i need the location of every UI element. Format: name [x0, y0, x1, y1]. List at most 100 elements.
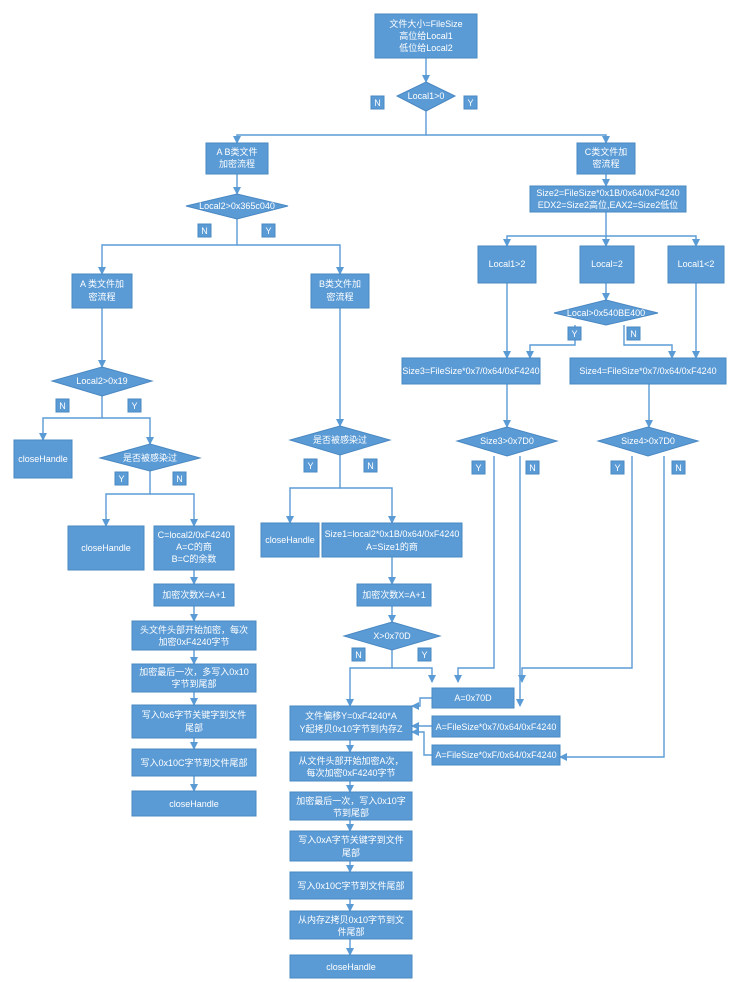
node-a-flow-box — [71, 273, 133, 309]
svg-text:Y: Y — [467, 98, 473, 108]
decision-local2-label: Local2>0x365c040 — [199, 201, 275, 211]
node-last-b: 加密最后一次，写入0x10字 节到尾部 — [289, 791, 413, 821]
node-offset: 文件偏移Y=0xF4240*A Y起拷贝0x10字节到内存Z — [289, 705, 413, 741]
svg-text:Y: Y — [421, 650, 427, 660]
tag-size3-y: Y — [471, 460, 486, 475]
node-write6-box — [131, 704, 257, 739]
svg-text:N: N — [630, 329, 637, 339]
node-calc-a-line2: A=C的商 — [176, 541, 212, 552]
decision-size3-shape — [455, 426, 559, 457]
branch-tags: N Y N Y Y N N Y Y N Y N Y N Y N N Y — [55, 95, 686, 662]
svg-text:N: N — [201, 226, 208, 236]
node-last-a: 加密最后一次，多写入0x10 字节到尾部 — [131, 663, 257, 693]
node-af7-box — [431, 715, 561, 738]
node-head-b-box — [289, 751, 413, 782]
decision-infected-b-label: 是否被感染过 — [313, 434, 367, 445]
edge-local2-n — [98, 219, 238, 275]
node-close-b1-box — [260, 522, 320, 558]
node-a-flow-line1: A 类文件加 — [80, 278, 124, 289]
node-start: 文件大小=FileSize 高位给Local1 低位给Local2 — [374, 13, 478, 59]
node-close-a3-label: closeHandle — [169, 799, 219, 809]
node-start-line3: 低位给Local2 — [399, 42, 453, 53]
node-size1-line1: Size1=local2*0x1B/0x64/0xF4240 — [325, 529, 460, 539]
node-last-b-line1: 加密最后一次，写入0x10字 — [296, 795, 406, 806]
node-start-box — [374, 13, 478, 59]
tag-infected-a-n: N — [172, 471, 187, 486]
tag-x70d-n: N — [351, 647, 366, 662]
edge-local1-y — [426, 134, 610, 144]
node-c-flow-box — [576, 142, 636, 175]
node-close-a1-label: closeHandle — [18, 454, 68, 464]
node-calc-a-line3: B=C的余数 — [172, 553, 217, 564]
node-copyz-line1: 从内存Z拷贝0x10字节到文 — [298, 914, 404, 925]
node-write10c-b-box — [289, 871, 413, 900]
node-a-flow: A 类文件加 密流程 — [71, 273, 133, 309]
svg-text:Y: Y — [307, 461, 313, 471]
node-af7: A=FileSize*0x7/0x64/0xF4240 — [431, 715, 561, 738]
tag-local1-n: N — [370, 95, 385, 110]
node-count-a-label: 加密次数X=A+1 — [162, 589, 226, 600]
edge-infected-b-n — [340, 487, 396, 524]
node-af-label: A=FileSize*0xF/0x64/0xF4240 — [435, 750, 556, 760]
decision-local1-shape — [395, 81, 457, 112]
node-size1-box — [321, 522, 463, 558]
node-ab-flow-box — [205, 142, 269, 175]
node-copyz-line2: 件尾部 — [337, 926, 364, 937]
node-size2: Size2=FileSize*0x1B/0x64/0xF4240 EDX2=Si… — [529, 185, 687, 213]
svg-text:N: N — [367, 461, 374, 471]
node-calc-a-box — [153, 525, 235, 571]
node-close-a3: closeHandle — [131, 790, 257, 817]
node-local-eq2-label: Local=2 — [591, 259, 623, 269]
tag-local19-n: N — [55, 398, 70, 413]
decision-local19: Local2>0x19 — [50, 366, 154, 397]
svg-text:Y: Y — [614, 463, 620, 473]
node-count-b-label: 加密次数X=A+1 — [362, 589, 426, 600]
node-size3-box — [401, 357, 541, 385]
decision-x70d: X>0x70D — [342, 621, 442, 651]
tag-infected-b-n: N — [363, 458, 378, 473]
tag-local2-y: Y — [261, 223, 276, 238]
node-write6: 写入0x6字节关键字到文件 尾部 — [131, 704, 257, 739]
tag-size3-n: N — [525, 460, 540, 475]
node-local-eq2-box — [579, 245, 635, 284]
node-close-a2-label: closeHandle — [81, 543, 131, 553]
decision-local2: Local2>0x365c040 — [185, 193, 289, 220]
edges — [39, 58, 700, 956]
node-close-b2: closeHandle — [289, 954, 413, 979]
node-c-flow: C类文件加 密流程 — [576, 142, 636, 175]
node-size4: Size4=FileSize*0x7/0x64/0xF4240 — [569, 357, 727, 385]
decision-local19-label: Local2>0x19 — [76, 376, 127, 386]
node-write10c-a-box — [131, 748, 257, 777]
edge-local540-n — [623, 325, 676, 359]
node-write10c-a-label: 写入0x10C字节到文件尾部 — [140, 757, 247, 768]
node-write10c-b-label: 写入0x10C字节到文件尾部 — [297, 880, 404, 891]
node-b-flow-line1: B类文件加 — [319, 278, 361, 289]
node-close-a1: closeHandle — [13, 439, 73, 479]
node-ab-flow-line2: 加密流程 — [219, 158, 255, 169]
tag-local19-y: Y — [127, 398, 142, 413]
decision-local19-shape — [50, 366, 154, 397]
node-local1-gt2-label: Local1>2 — [489, 259, 526, 269]
node-writea-box — [289, 830, 413, 862]
svg-text:N: N — [59, 401, 66, 411]
node-calc-a-line1: C=local2/0xF4240 — [158, 530, 231, 540]
node-ab-flow-line1: A B类文件 — [216, 146, 257, 157]
node-a-flow-line2: 密流程 — [88, 291, 115, 302]
node-offset-box — [289, 705, 413, 741]
node-close-a2-box — [67, 525, 145, 571]
node-a70d: A=0x70D — [431, 687, 515, 709]
node-a70d-box — [431, 687, 515, 709]
node-size2-line1: Size2=FileSize*0x1B/0x64/0xF4240 — [536, 188, 679, 198]
node-write10c-b: 写入0x10C字节到文件尾部 — [289, 871, 413, 900]
node-close-a3-box — [131, 790, 257, 817]
node-b-flow: B类文件加 密流程 — [310, 273, 370, 309]
edge-infected-b-y — [286, 455, 341, 524]
node-copyz: 从内存Z拷贝0x10字节到文 件尾部 — [289, 910, 413, 940]
node-start-line1: 文件大小=FileSize — [389, 18, 462, 29]
edge-infected-a-y — [102, 471, 151, 527]
svg-text:N: N — [374, 98, 381, 108]
node-af7-label: A=FileSize*0x7/0x64/0xF4240 — [436, 722, 557, 732]
decision-x70d-shape — [342, 621, 442, 651]
